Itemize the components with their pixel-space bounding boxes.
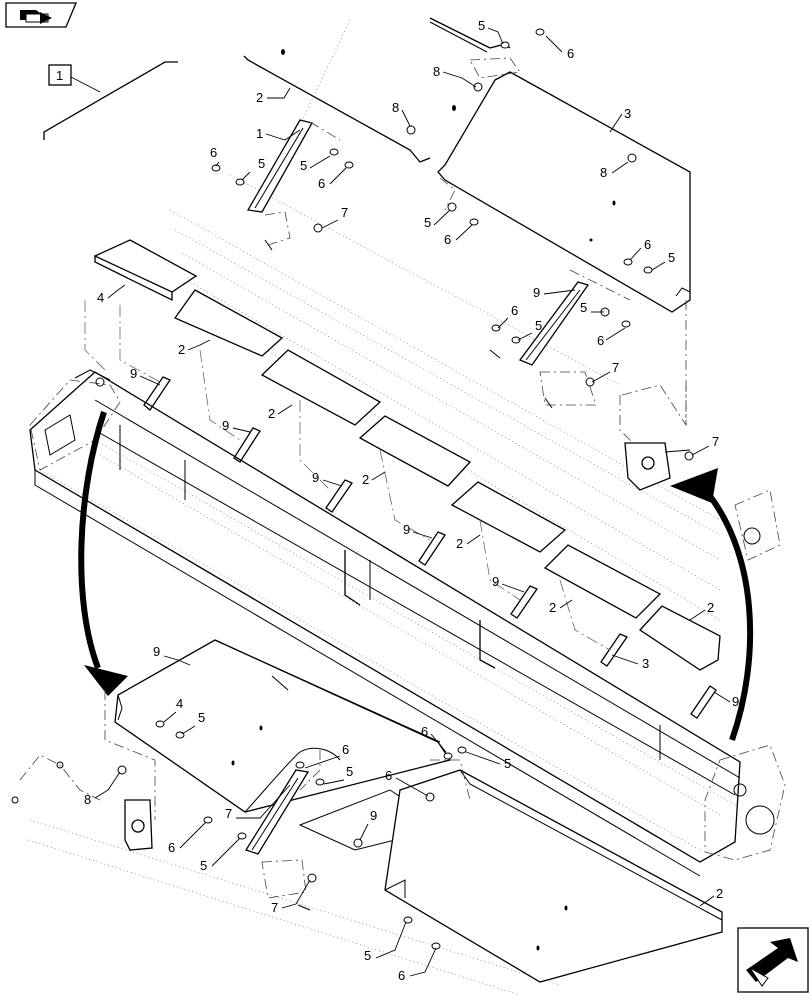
callout: 7 xyxy=(712,434,719,449)
callout: 8 xyxy=(392,100,399,115)
callout: 7 xyxy=(271,900,278,915)
left-curved-arrow xyxy=(78,411,128,696)
callout: 6 xyxy=(168,840,175,855)
chain-panel-2a xyxy=(174,289,284,357)
callout: 2 xyxy=(707,600,714,615)
callout: 9 xyxy=(222,418,229,433)
top-detail-assembly xyxy=(243,17,691,491)
callout: 6 xyxy=(342,742,349,757)
bottom-bracket-9 xyxy=(245,769,310,855)
top-panel-2 xyxy=(243,55,431,163)
callout: 2 xyxy=(456,536,463,551)
callout: 5 xyxy=(535,318,542,333)
callout: 7 xyxy=(341,205,348,220)
callout: 6 xyxy=(567,46,574,61)
callout: 5 xyxy=(364,948,371,963)
right-curved-arrow xyxy=(670,468,754,741)
callout: 2 xyxy=(178,342,185,357)
book-navigation-icon[interactable] xyxy=(5,2,77,28)
next-page-icon[interactable] xyxy=(737,927,809,993)
callout: 3 xyxy=(624,106,631,121)
callout: 9 xyxy=(370,808,377,823)
callout: 5 xyxy=(258,156,265,171)
callout: 7 xyxy=(612,360,619,375)
callout: 4 xyxy=(97,290,104,305)
chain-panel-2c xyxy=(358,415,472,487)
bottom-panel-4 xyxy=(114,639,452,813)
bottom-panel-2 xyxy=(384,769,723,983)
header-frame xyxy=(29,369,786,877)
callout: 5 xyxy=(478,18,485,33)
callout: 9 xyxy=(130,366,137,381)
callout: 6 xyxy=(511,303,518,318)
callout: 6 xyxy=(421,724,428,739)
bottom-left-plate xyxy=(124,799,153,851)
callout: 2 xyxy=(549,600,556,615)
right-mount-plate xyxy=(624,442,671,491)
reference-box-label: 1 xyxy=(56,68,63,83)
callout: 7 xyxy=(225,806,232,821)
callout: 2 xyxy=(716,886,723,901)
callout: 5 xyxy=(580,300,587,315)
callout: 2 xyxy=(362,472,369,487)
callout: 5 xyxy=(668,250,675,265)
bottom-detail-assembly xyxy=(11,639,723,983)
callout: 8 xyxy=(600,165,607,180)
callout: 6 xyxy=(385,768,392,783)
callout: 5 xyxy=(424,215,431,230)
callout: 2 xyxy=(268,406,275,421)
callout: 1 xyxy=(256,126,263,141)
callout: 5 xyxy=(504,756,511,771)
top-panel-3 xyxy=(437,71,691,313)
callout: 2 xyxy=(256,90,263,105)
callout: 5 xyxy=(300,158,307,173)
callout: 9 xyxy=(533,285,540,300)
callout: 6 xyxy=(398,968,405,983)
callout: 6 xyxy=(444,232,451,247)
callout: 8 xyxy=(433,64,440,79)
callout: 6 xyxy=(597,333,604,348)
chain-panel-2d xyxy=(450,481,567,553)
callout: 9 xyxy=(732,694,739,709)
callouts: 2 1 5 6 8 8 3 6 5 5 6 8 7 5 6 6 5 4 9 xyxy=(84,18,739,983)
callout: 3 xyxy=(642,656,649,671)
callout: 9 xyxy=(312,470,319,485)
top-hardware xyxy=(211,28,694,461)
callout: 5 xyxy=(198,710,205,725)
callout: 4 xyxy=(176,696,183,711)
chain-panel-3 xyxy=(639,605,721,671)
reference-box: 1 xyxy=(43,61,178,140)
chain-panel-2e xyxy=(543,544,662,619)
bottom-hardware xyxy=(117,720,467,950)
callout: 5 xyxy=(200,858,207,873)
callout: 9 xyxy=(403,522,410,537)
callout: 6 xyxy=(210,145,217,160)
callout: 5 xyxy=(346,764,353,779)
callout: 8 xyxy=(84,792,91,807)
chain-panel-4 xyxy=(93,239,198,293)
chain-panel-2b xyxy=(260,349,382,426)
callout: 9 xyxy=(492,574,499,589)
callout: 6 xyxy=(644,237,651,252)
panel-chain xyxy=(84,239,721,719)
callout: 9 xyxy=(153,644,160,659)
callout: 6 xyxy=(318,176,325,191)
